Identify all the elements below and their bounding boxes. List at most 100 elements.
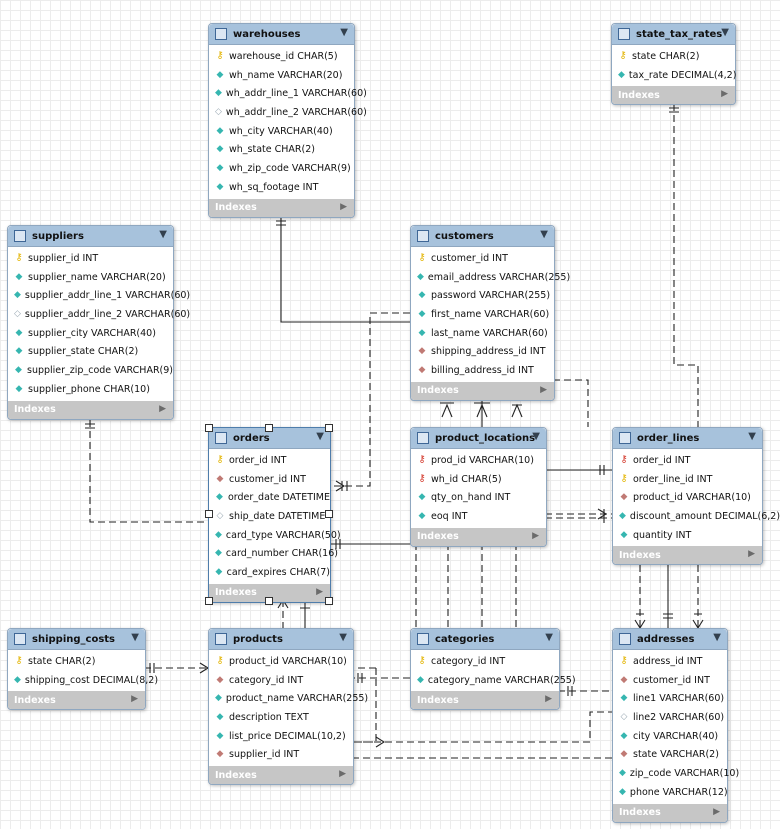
table-header[interactable]: categories ▼ [411, 629, 559, 650]
column-row[interactable]: ◇wh_addr_line_2 VARCHAR(60) [215, 106, 367, 118]
expand-arrow-icon[interactable]: ▶ [545, 694, 552, 705]
column-row[interactable]: ◆wh_sq_footage INT [216, 181, 319, 193]
column-row[interactable]: ◆discount_amount DECIMAL(6,2) [619, 510, 780, 522]
column-row[interactable]: ⚷warehouse_id CHAR(5) [216, 50, 338, 62]
table-suppliers[interactable]: suppliers ▼ ⚷supplier_id INT ◆supplier_n… [7, 225, 190, 420]
collapse-arrow-icon[interactable]: ▼ [721, 27, 729, 38]
column-row[interactable]: ◆eoq INT [418, 510, 468, 522]
column-row[interactable]: ◆card_number CHAR(16) [215, 548, 338, 560]
table-shipping-costs[interactable]: shipping_costs ▼ ⚷state CHAR(2) ◆shippin… [7, 628, 159, 711]
table-header[interactable]: orders ▼ [209, 428, 330, 449]
resize-handle[interactable] [325, 424, 333, 432]
collapse-arrow-icon[interactable]: ▼ [540, 229, 548, 240]
column-row[interactable]: ⚷state CHAR(2) [619, 50, 700, 62]
expand-arrow-icon[interactable]: ▶ [532, 530, 539, 541]
expand-arrow-icon[interactable]: ▶ [316, 586, 323, 597]
table-product-locations[interactable]: product_locations ▼ ⚷prod_id VARCHAR(10)… [410, 427, 547, 547]
column-row[interactable]: ⚷address_id INT [620, 655, 703, 667]
column-row[interactable]: ◆wh_zip_code VARCHAR(9) [216, 162, 351, 174]
expand-arrow-icon[interactable]: ▶ [540, 384, 547, 395]
resize-handle[interactable] [325, 597, 333, 605]
resize-handle[interactable] [205, 510, 213, 518]
table-orders[interactable]: orders ▼ ⚷order_id INT ◆customer_id INT … [208, 427, 341, 603]
column-row[interactable]: ◆category_name VARCHAR(255) [417, 674, 576, 686]
collapse-arrow-icon[interactable]: ▼ [713, 632, 721, 643]
column-row[interactable]: ◆email_address VARCHAR(255) [417, 271, 571, 283]
column-row[interactable]: ⚷order_id INT [620, 454, 691, 466]
table-header[interactable]: customers ▼ [411, 226, 554, 247]
resize-handle[interactable] [205, 597, 213, 605]
indexes-section[interactable]: Indexes▶ [411, 691, 559, 710]
column-row[interactable]: ◆shipping_address_id INT [418, 346, 546, 358]
column-row[interactable]: ◆supplier_city VARCHAR(40) [15, 327, 156, 339]
collapse-arrow-icon[interactable]: ▼ [340, 27, 348, 38]
column-row[interactable]: ◆list_price DECIMAL(10,2) [216, 730, 346, 742]
table-header[interactable]: addresses ▼ [613, 629, 727, 650]
column-row[interactable]: ◆card_expires CHAR(7) [215, 566, 330, 578]
column-row[interactable]: ⚷category_id INT [418, 655, 506, 667]
column-row[interactable]: ◆card_type VARCHAR(50) [215, 529, 341, 541]
table-header[interactable]: products ▼ [209, 629, 353, 650]
column-row[interactable]: ◆state VARCHAR(2) [620, 749, 719, 761]
column-row[interactable]: ◆billing_address_id INT [418, 364, 534, 376]
column-row[interactable]: ⚷order_id INT [216, 454, 287, 466]
collapse-arrow-icon[interactable]: ▼ [316, 431, 324, 442]
column-row[interactable]: ◆customer_id INT [216, 473, 306, 485]
column-row[interactable]: ◆qty_on_hand INT [418, 492, 511, 504]
indexes-section[interactable]: Indexes▶ [612, 86, 735, 105]
column-row[interactable]: ⚷prod_id VARCHAR(10) [418, 454, 534, 466]
column-row[interactable]: ◆line1 VARCHAR(60) [620, 693, 725, 705]
column-row[interactable]: ◆supplier_phone CHAR(10) [15, 383, 150, 395]
indexes-section[interactable]: Indexes▶ [613, 546, 762, 565]
expand-arrow-icon[interactable]: ▶ [340, 201, 347, 212]
indexes-section[interactable]: Indexes▶ [209, 583, 330, 602]
column-row[interactable]: ◆wh_state CHAR(2) [216, 144, 315, 156]
collapse-arrow-icon[interactable]: ▼ [339, 632, 347, 643]
collapse-arrow-icon[interactable]: ▼ [748, 431, 756, 442]
column-row[interactable]: ◆supplier_id INT [216, 749, 300, 761]
column-row[interactable]: ◆shipping_cost DECIMAL(8,2) [14, 674, 159, 686]
table-header[interactable]: warehouses ▼ [209, 24, 354, 45]
resize-handle[interactable] [265, 597, 273, 605]
expand-arrow-icon[interactable]: ▶ [721, 89, 728, 100]
column-row[interactable]: ◆customer_id INT [620, 674, 710, 686]
expand-arrow-icon[interactable]: ▶ [748, 549, 755, 560]
collapse-arrow-icon[interactable]: ▼ [131, 632, 139, 643]
expand-arrow-icon[interactable]: ▶ [159, 403, 166, 414]
column-row[interactable]: ◆last_name VARCHAR(60) [418, 327, 548, 339]
column-row[interactable]: ◆password VARCHAR(255) [418, 290, 551, 302]
indexes-section[interactable]: Indexes▶ [411, 527, 546, 546]
table-header[interactable]: state_tax_rates ▼ [612, 24, 735, 45]
column-row[interactable]: ⚷customer_id INT [418, 252, 508, 264]
indexes-section[interactable]: Indexes▶ [613, 803, 727, 822]
table-header[interactable]: shipping_costs ▼ [8, 629, 145, 650]
expand-arrow-icon[interactable]: ▶ [713, 806, 720, 817]
table-categories[interactable]: categories ▼ ⚷category_id INT ◆category_… [410, 628, 576, 711]
column-row[interactable]: ◆supplier_state CHAR(2) [15, 346, 139, 358]
table-warehouses[interactable]: warehouses ▼ ⚷warehouse_id CHAR(5) ◆wh_n… [208, 23, 367, 218]
column-row[interactable]: ◆first_name VARCHAR(60) [418, 308, 550, 320]
column-row[interactable]: ⚷supplier_id INT [15, 252, 99, 264]
resize-handle[interactable] [325, 510, 333, 518]
expand-arrow-icon[interactable]: ▶ [339, 769, 346, 780]
indexes-section[interactable]: Indexes▶ [8, 400, 173, 419]
table-state-tax-rates[interactable]: state_tax_rates ▼ ⚷state CHAR(2) ◆tax_ra… [611, 23, 737, 106]
column-row[interactable]: ◆description TEXT [216, 711, 309, 723]
table-header[interactable]: product_locations ▼ [411, 428, 546, 449]
table-products[interactable]: products ▼ ⚷product_id VARCHAR(10) ◆cate… [208, 628, 368, 786]
column-row[interactable]: ◆wh_name VARCHAR(20) [216, 69, 343, 81]
column-row[interactable]: ⚷state CHAR(2) [15, 655, 96, 667]
column-row[interactable]: ◆category_id INT [216, 674, 304, 686]
column-row[interactable]: ⚷order_line_id INT [620, 473, 713, 485]
indexes-section[interactable]: Indexes▶ [209, 766, 353, 785]
table-order-lines[interactable]: order_lines ▼ ⚷order_id INT ⚷order_line_… [612, 427, 780, 566]
column-row[interactable]: ◆zip_code VARCHAR(10) [619, 767, 740, 779]
indexes-section[interactable]: Indexes▶ [8, 691, 145, 710]
column-row[interactable]: ◆tax_rate DECIMAL(4,2) [618, 69, 737, 81]
column-row[interactable]: ◆phone VARCHAR(12) [619, 786, 728, 798]
table-header[interactable]: suppliers ▼ [8, 226, 173, 247]
collapse-arrow-icon[interactable]: ▼ [532, 431, 540, 442]
collapse-arrow-icon[interactable]: ▼ [545, 632, 553, 643]
column-row[interactable]: ◇line2 VARCHAR(60) [620, 711, 725, 723]
column-row[interactable]: ◆quantity INT [620, 529, 692, 541]
